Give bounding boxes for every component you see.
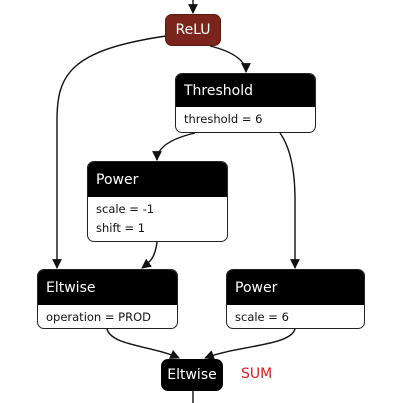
- power-1-attr-scale: scale = -1: [96, 202, 155, 216]
- eltwise-sum-label: Eltwise: [167, 367, 217, 383]
- relu-label: ReLU: [175, 22, 211, 38]
- eltwise-prod-attr-operation: operation = PROD: [46, 310, 151, 324]
- edge-threshold-power2: [279, 132, 300, 269]
- edge-power2-eltwise-sum: [204, 328, 296, 360]
- eltwise-prod-attributes: operation = PROD: [38, 305, 177, 327]
- power-2-header: Power: [227, 270, 364, 305]
- power-node-2[interactable]: Power scale = 6: [226, 269, 365, 329]
- edge-power1-eltwise-prod: [141, 241, 158, 269]
- eltwise-prod-node[interactable]: Eltwise operation = PROD: [37, 269, 178, 329]
- power-1-attr-shift: shift = 1: [96, 221, 146, 235]
- threshold-header: Threshold: [176, 74, 315, 107]
- power-1-attributes: scale = -1 shift = 1: [88, 197, 227, 238]
- threshold-attributes: threshold = 6: [176, 107, 315, 129]
- relu-node[interactable]: ReLU: [165, 14, 221, 46]
- power-1-header: Power: [88, 162, 227, 197]
- edge-threshold-power1: [152, 132, 196, 161]
- eltwise-prod-header: Eltwise: [38, 270, 177, 305]
- edge-relu-threshold: [209, 45, 251, 73]
- sum-annotation: SUM: [241, 366, 273, 382]
- power-1-label: Power: [96, 171, 139, 188]
- eltwise-sum-node[interactable]: Eltwise: [161, 359, 223, 391]
- power-node-1[interactable]: Power scale = -1 shift = 1: [87, 161, 228, 242]
- threshold-attr: threshold = 6: [184, 112, 263, 126]
- power-2-label: Power: [235, 279, 278, 296]
- power-2-attributes: scale = 6: [227, 305, 364, 327]
- edge-eltwise-prod-eltwise-sum: [106, 328, 180, 359]
- threshold-label: Threshold: [184, 82, 253, 99]
- eltwise-prod-label: Eltwise: [46, 279, 96, 296]
- edge-relu-eltwise-prod: [52, 35, 167, 269]
- threshold-node[interactable]: Threshold threshold = 6: [175, 73, 316, 133]
- power-2-attr-scale: scale = 6: [235, 310, 289, 324]
